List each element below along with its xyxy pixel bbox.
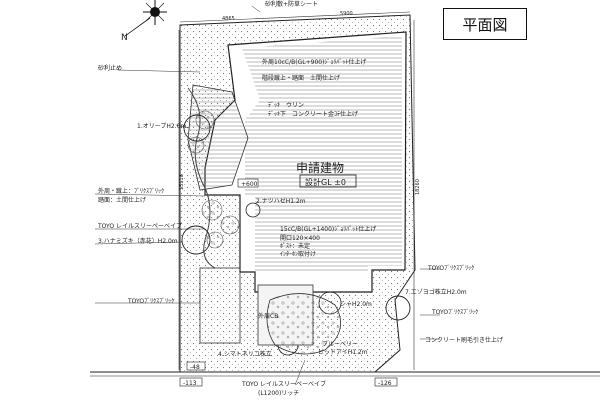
note-opening: 開口120×400 [280,235,320,242]
tree-ezo-icon [385,295,411,321]
building-gl: 設計GL ±0 [305,177,346,187]
note-toyo-brick-right2: TOYOﾌﾞﾘｸｽﾌﾞﾘｯｸ [431,309,478,316]
note-toyo-brick-left: TOYOﾌﾞﾘｸｽﾌﾞﾘｯｸ [127,298,174,305]
note-tree-shimatoneriko: 4.シマトネリコ株立 [218,350,272,358]
dim-top-b: 5900 [340,11,353,17]
level-marker-mid: -48 [186,361,206,371]
note-deck-under: ﾃﾞｯｷ下 コンクリート金ｺﾃ仕上げ [268,110,358,118]
note-outer-wall: 外周10cC/B(GL+900)ｼﾞｮﾘﾊﾟｯﾄ仕上げ [262,58,366,66]
note-deck: ﾃﾞｯｷ ウリン [268,101,304,109]
tree-hanamizuki-icon [181,225,211,255]
tree-olive-icon [183,114,211,142]
parking-pad [199,267,241,344]
level-marker-left: -113 [179,377,203,387]
note-concrete-brush: コンクリート刷毛引き仕上げ [425,336,503,344]
svg-text:-48: -48 [190,364,200,371]
svg-text:-126: -126 [378,380,392,387]
note-tree-ezo: 7.エゾヨゴ株立H2.0m [405,288,467,296]
note-l1200: (L1200)リッチ [258,390,299,397]
note-tree-sha: シャH2.0m [340,301,372,308]
dim-top-a: 4865 [222,16,235,22]
note-intercom: ｲﾝﾀｰﾎﾝ取付け [280,250,316,258]
dim-left: 15118 [179,174,185,190]
note-top-gravel: 砂利敷+防草シート [265,0,318,8]
page-title: 平面図 [443,8,527,40]
note-tree-hanamizuki: 3.ハナミズキ（赤花）H2.0m [98,237,178,245]
dim-right: 18260 [415,179,421,195]
svg-text:+600: +600 [241,181,258,188]
note-tree-natsu: 2.ナツハゼH1.2m [256,197,306,205]
note-toyo-bottom: TOYO レイルスリーペーベイブ [241,380,326,388]
tree-natsuhaze-icon [245,202,261,218]
note-tree-bottom: ビッドアイH1.2m [318,348,368,356]
svg-text:N: N [121,33,128,43]
leader-lines [94,5,440,386]
level-marker-porch: +600 [237,178,259,188]
note-post: ﾎﾟｽﾄ：未定 [280,242,310,250]
building-hatch [242,36,402,272]
note-outer-step: 外周・蹴上：ﾌﾞﾘｸｽﾌﾞﾘｯｸ [98,187,164,195]
note-toyo-paving: TOYO レイルスリーペーベイブ [97,222,182,230]
level-marker-right: -126 [374,377,398,387]
north-compass-icon: N [121,0,167,43]
note-outer-cb: 外周CB [258,312,278,320]
curved-planter [266,293,342,355]
note-tree-olive: 1.オリーブH2.0m [137,122,186,130]
note-steps: 階段蹴上・踏面 土間仕上げ [262,74,340,82]
svg-text:-113: -113 [183,380,197,387]
note-gravel-stop: 砂利止め [98,64,122,72]
note-blueberry: ブルーベリー [322,340,358,348]
note-tread: 踏面：土間仕上げ [98,196,146,204]
building-name: 申請建物 [296,161,344,175]
note-toyo-brick-right: TOYOﾌﾞﾘｸｽﾌﾞﾘｯｸ [427,265,474,272]
note-cb-1400: 15cC/B(GL+1400)ｼﾞｮﾘﾊﾟｯﾄ仕上げ [280,225,376,233]
